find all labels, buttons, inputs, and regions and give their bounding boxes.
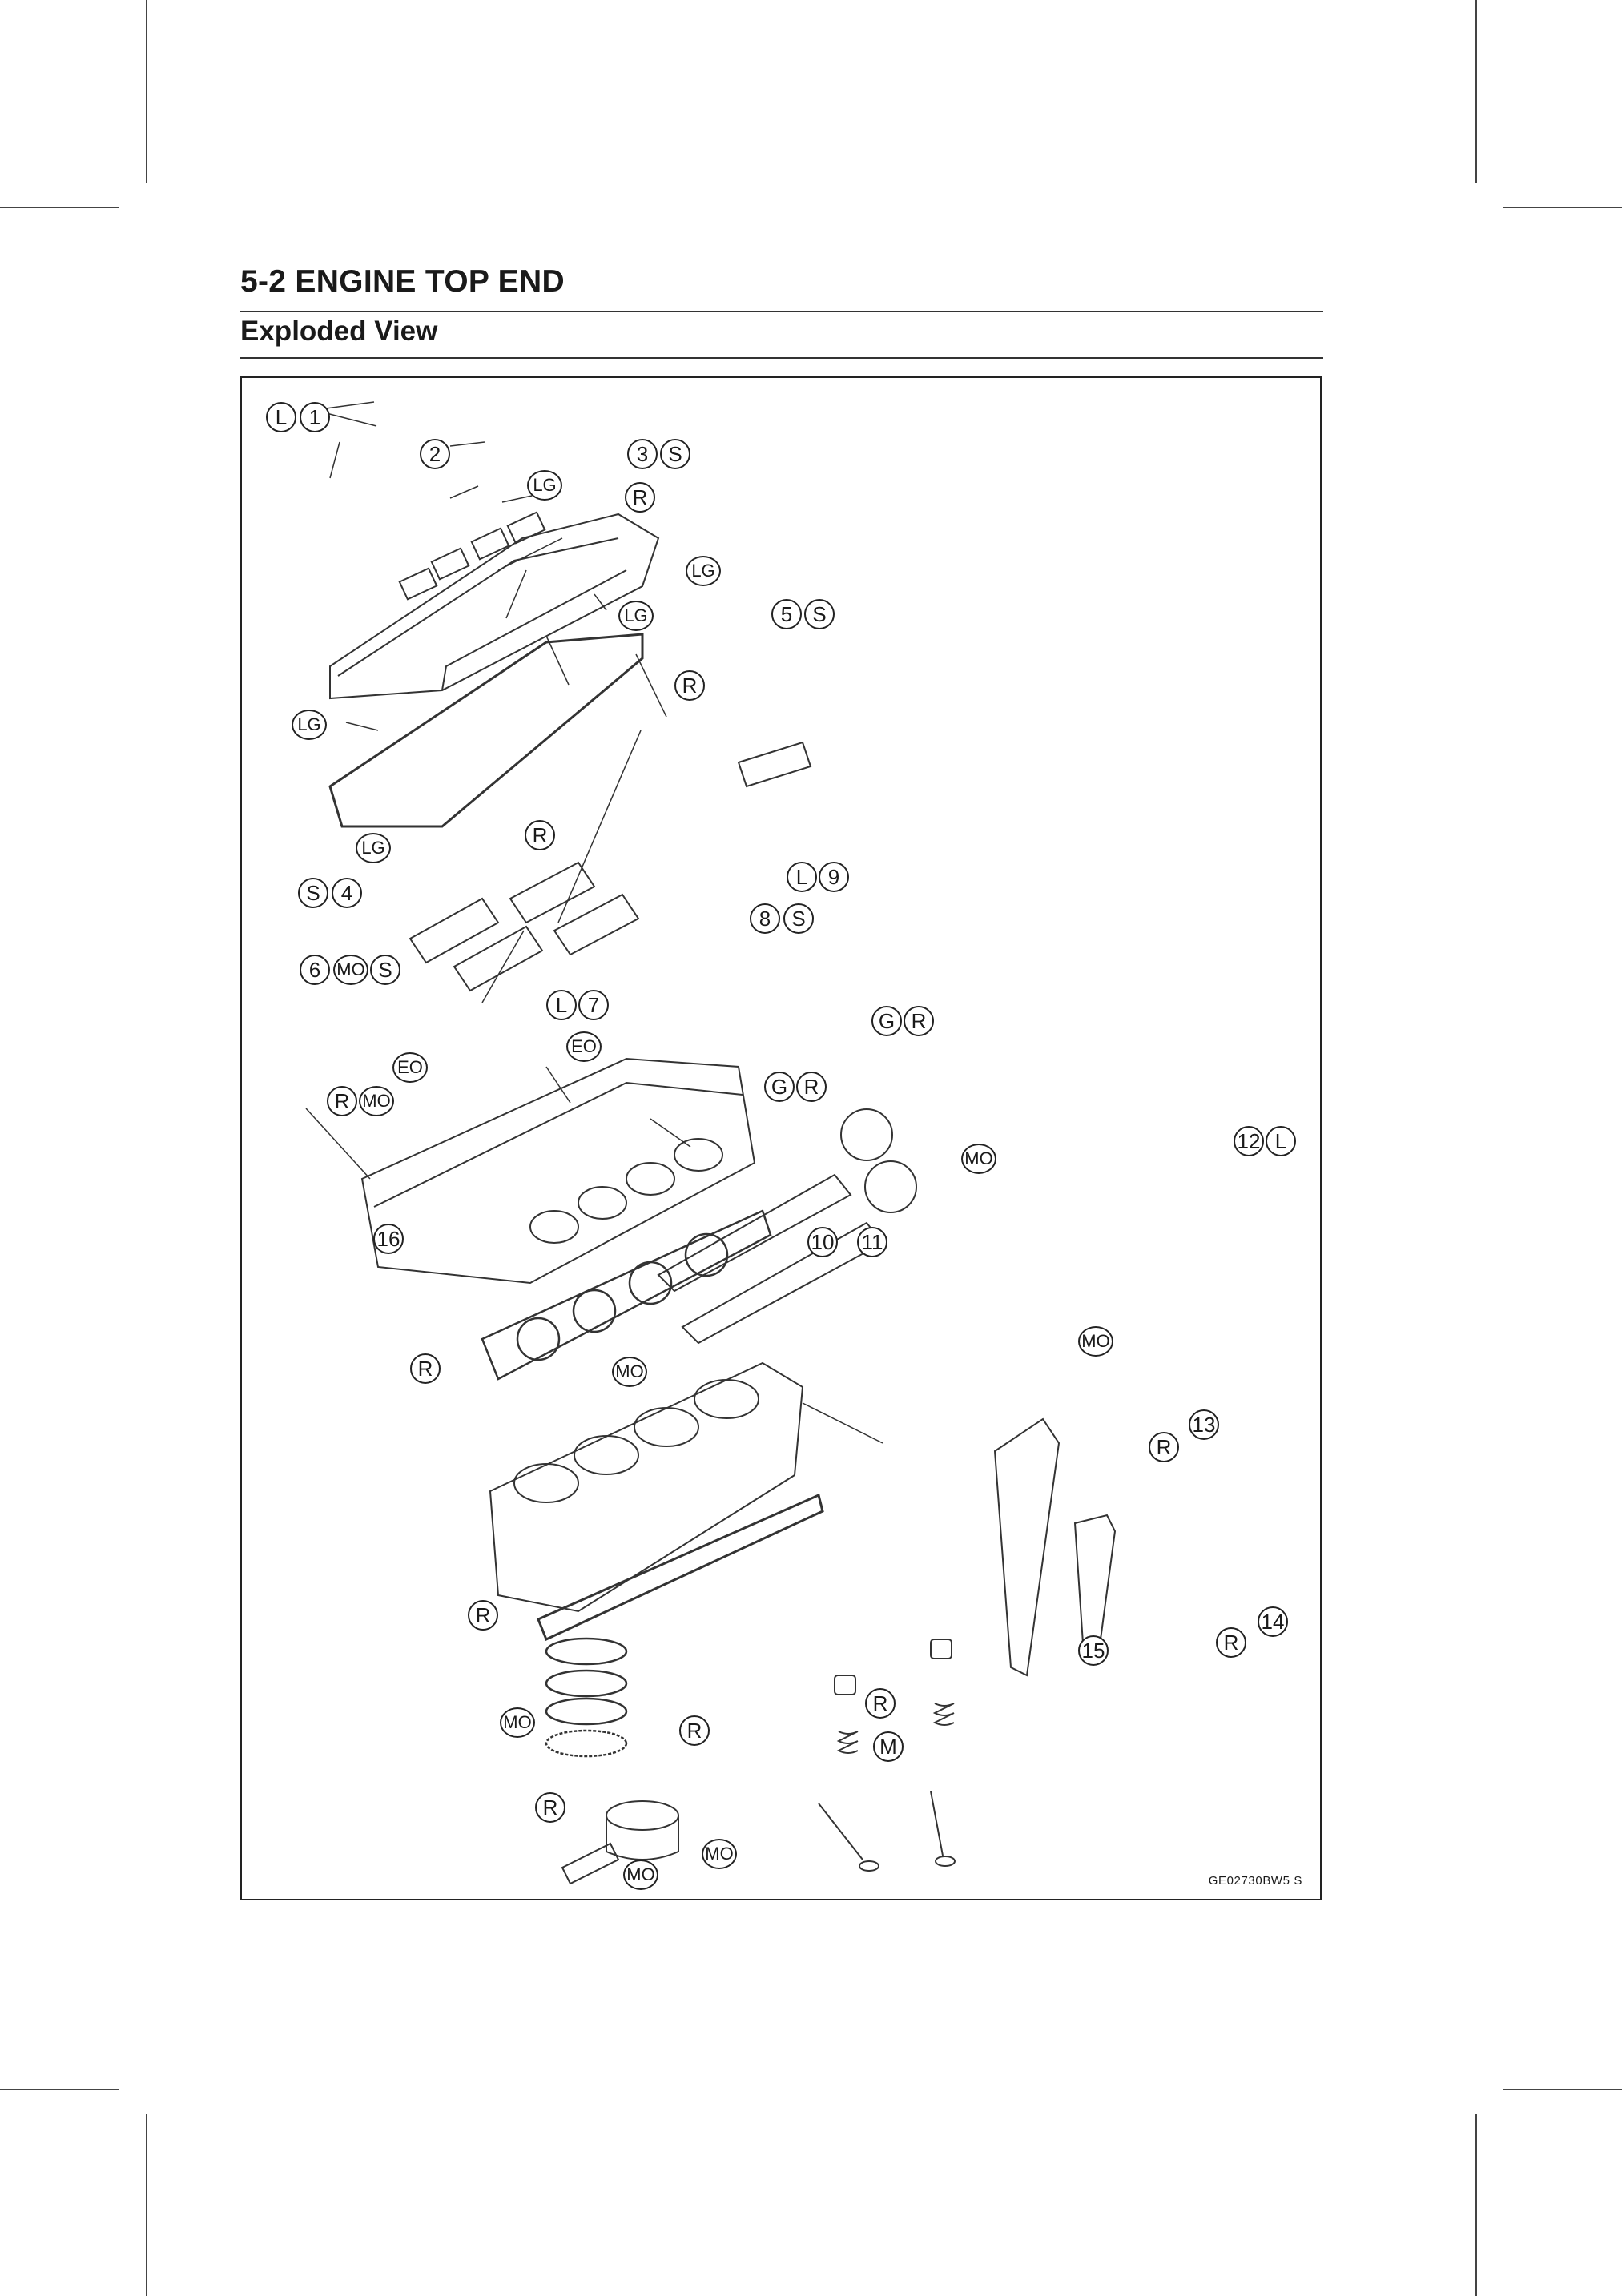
section-rule: [240, 357, 1323, 359]
piston: [561, 1800, 679, 1885]
figure-code: GE02730BW5 S: [1208, 1874, 1302, 1888]
page-header-title: 5-2 ENGINE TOP END: [240, 264, 565, 299]
crop-mark: [1503, 207, 1622, 208]
base-gasket: [537, 1493, 824, 1642]
section-title: Exploded View: [240, 316, 438, 347]
crop-mark: [0, 2089, 119, 2090]
valves: [818, 1639, 956, 1872]
crop-mark: [146, 2114, 147, 2296]
piston-rings: [545, 1637, 628, 1758]
crop-mark: [146, 0, 147, 183]
exploded-view-figure: L 1 2 3 S LG R LG LG 5 S R LG LG R S 4 L…: [240, 376, 1322, 1900]
header-rule: [240, 311, 1323, 312]
crop-mark: [1475, 2114, 1477, 2296]
leader-lines: [305, 401, 883, 1444]
crop-mark: [1503, 2089, 1622, 2090]
cylinder-head: [360, 1057, 756, 1285]
crop-mark: [1475, 0, 1477, 183]
cylinder-block: [489, 1361, 804, 1613]
camshafts: [657, 1108, 917, 1345]
cover-gasket: [328, 633, 644, 828]
head-gasket: [481, 1209, 772, 1381]
crop-mark: [0, 207, 119, 208]
cylinder-head-cover: [329, 511, 660, 700]
chain-guides: [993, 1417, 1117, 1677]
exploded-view-drawing: [305, 401, 1117, 1885]
camshaft-caps: [409, 741, 812, 992]
